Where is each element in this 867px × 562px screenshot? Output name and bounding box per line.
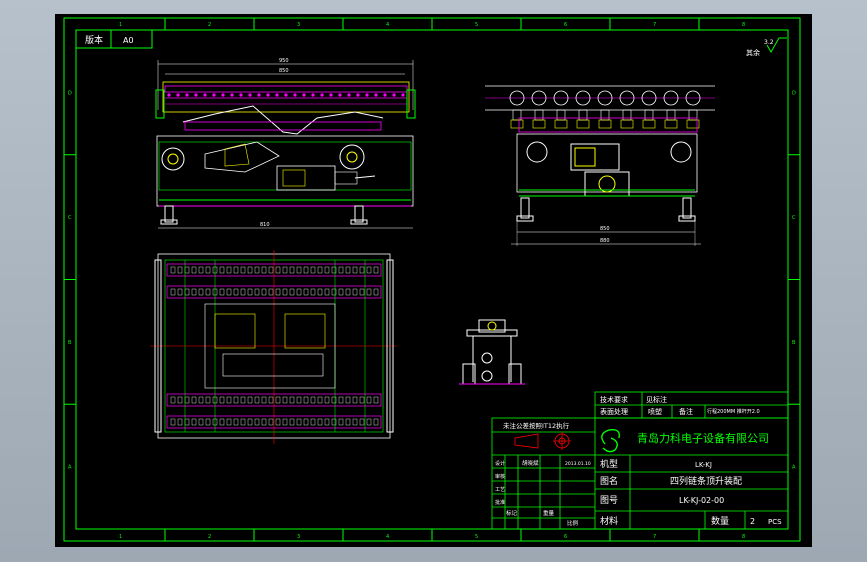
dim-front-overall: 950 <box>279 58 289 64</box>
model-label: 机型 <box>600 458 618 470</box>
company-name: 青岛力科电子设备有限公司 <box>637 431 769 445</box>
dim-side-top: 850 <box>600 226 610 232</box>
zone-col-label: 7 <box>653 22 656 28</box>
check-label: 审核 <box>495 473 505 480</box>
drawing-no-label: 图号 <box>600 495 618 506</box>
remark-label: 备注 <box>679 407 693 416</box>
zone-col-label: 8 <box>742 534 745 540</box>
zone-ticks <box>64 18 800 541</box>
version-label: 版本 <box>85 34 103 46</box>
qty-unit: PCS <box>768 518 782 526</box>
sheet-inner-border <box>75 29 789 530</box>
surface-treat-value: 喷塑 <box>648 407 662 416</box>
scale-label: 比例 <box>567 519 579 527</box>
zone-col-label: 5 <box>475 534 478 540</box>
name-value: 四列链条顶升装配 <box>670 475 742 487</box>
approve-label: 批准 <box>495 499 505 506</box>
dim-side-bottom: 880 <box>600 238 610 244</box>
dim-front-inner: 850 <box>279 68 289 74</box>
zone-col-label: 2 <box>208 534 211 540</box>
zone-col-label: 5 <box>475 22 478 28</box>
zone-col-label: 4 <box>386 22 389 28</box>
zone-col-label: 3 <box>297 534 300 540</box>
dim-front-base: 810 <box>260 222 270 228</box>
zone-col-label: 3 <box>297 22 300 28</box>
zone-row-label: A <box>68 465 72 471</box>
zone-col-label: 8 <box>742 22 745 28</box>
zone-col-label: 6 <box>564 534 567 540</box>
projection-symbol-icon <box>514 432 571 450</box>
zone-row-label: A <box>792 465 796 471</box>
title-block-text: 技术要求 见标注 表面处理 喷塑 备注 行程200MM 推杆开2.0 未注公差按… <box>495 395 782 527</box>
material-label: 材料 <box>600 515 618 527</box>
sheet-outer-border <box>63 17 801 542</box>
version-box <box>75 29 153 49</box>
zone-col-label: 1 <box>119 22 122 28</box>
roughness-rest: 其余 <box>746 48 760 57</box>
process-label: 工艺 <box>495 487 505 493</box>
weight-label: 重量 <box>543 509 555 517</box>
tech-req-value: 见标注 <box>646 395 667 404</box>
design-date: 2013.01.10 <box>565 461 591 467</box>
qty-label: 数量 <box>711 515 729 527</box>
zone-row-label: B <box>792 340 796 346</box>
roughness-symbol <box>766 37 787 54</box>
zone-col-label: 2 <box>208 22 211 28</box>
zone-col-label: 6 <box>564 22 567 28</box>
remark-value: 行程200MM 推杆开2.0 <box>707 408 760 415</box>
title-block <box>491 391 789 530</box>
plan-view <box>150 250 397 444</box>
zone-col-label: 4 <box>386 534 389 540</box>
side-view: 850 880 <box>485 85 715 246</box>
zone-row-label: C <box>68 215 72 221</box>
zone-col-label: 1 <box>119 534 122 540</box>
detail-view <box>459 319 525 385</box>
qty-value: 2 <box>750 517 755 526</box>
name-label: 图名 <box>600 475 618 487</box>
design-label: 设计 <box>495 460 505 467</box>
zone-row-label: D <box>792 90 796 96</box>
zone-row-label: C <box>792 215 796 221</box>
version-value: A0 <box>123 36 134 45</box>
tech-req-label: 技术要求 <box>600 395 628 404</box>
mark-label: 标记 <box>506 509 518 517</box>
model-value: LK-KJ <box>695 461 712 469</box>
zone-row-label: B <box>68 340 72 346</box>
tolerance-note: 未注公差按照IT12执行 <box>503 421 570 430</box>
front-view: 950 850 <box>155 58 416 229</box>
zone-col-label: 7 <box>653 534 656 540</box>
designer-name: 胡晓斌 <box>522 459 539 467</box>
drawing-no-value: LK-KJ-02-00 <box>679 496 724 505</box>
company-logo-icon <box>601 428 620 453</box>
roughness-value: 3.2 <box>764 39 774 46</box>
zone-row-label: D <box>68 90 72 96</box>
surface-treat-label: 表面处理 <box>600 407 628 416</box>
